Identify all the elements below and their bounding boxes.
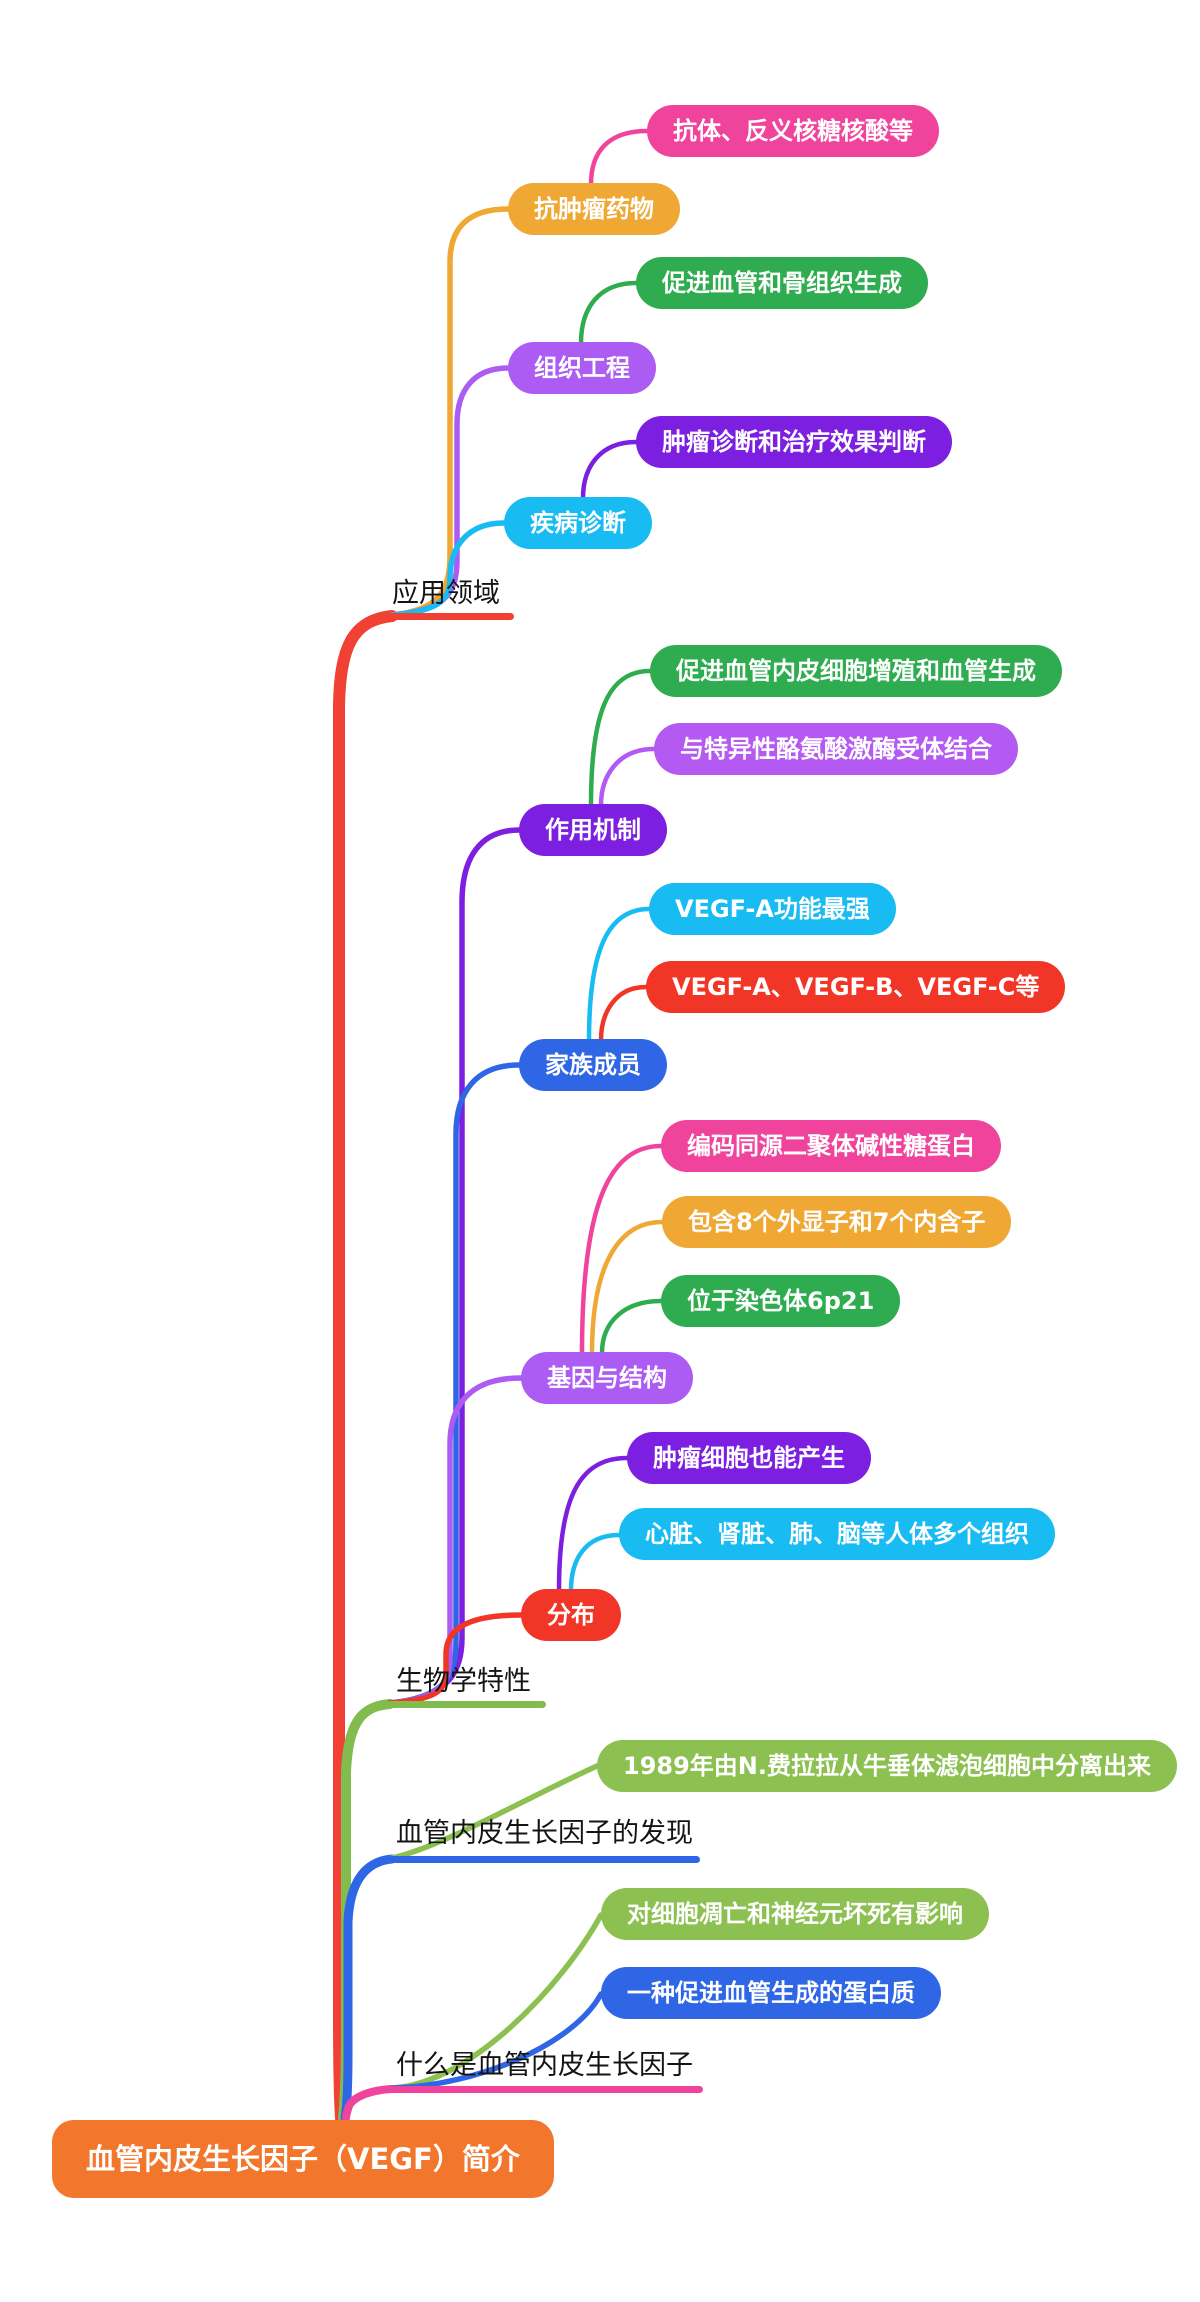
node-mechanism[interactable]: 作用机制 [519, 804, 667, 856]
node-proliferation[interactable]: 促进血管内皮细胞增殖和血管生成 [650, 645, 1062, 697]
edge-exons [589, 1219, 665, 1356]
node-disease-diagnosis[interactable]: 疾病诊断 [504, 497, 652, 549]
branch-underline-applications [388, 613, 514, 620]
edge-antibody [588, 128, 650, 187]
branch-underline-biology [386, 1701, 546, 1708]
node-chromosome-6p21[interactable]: 位于染色体6p21 [661, 1275, 901, 1327]
node-gene-structure[interactable]: 基因与结构 [521, 1352, 693, 1404]
node-tumor-diagnosis[interactable]: 肿瘤诊断和治疗效果判断 [636, 416, 952, 468]
edge-bone-tissue [578, 280, 639, 346]
node-organs[interactable]: 心脏、肾脏、肺、脑等人体多个组织 [619, 1508, 1055, 1560]
node-distribution[interactable]: 分布 [521, 1589, 621, 1641]
node-exons-introns[interactable]: 包含8个外显子和7个内含子 [662, 1196, 1012, 1248]
node-angiogenic-protein[interactable]: 一种促进血管生成的蛋白质 [601, 1967, 941, 2019]
edge-homodimer [579, 1143, 664, 1356]
edge-family [387, 1062, 522, 1706]
branch-label-applications[interactable]: 应用领域 [392, 578, 500, 609]
edge-vegfa-strongest [586, 906, 652, 1043]
node-apoptosis-effect[interactable]: 对细胞凋亡和神经元坏死有影响 [601, 1888, 989, 1940]
branch-label-discovery[interactable]: 血管内皮生长因子的发现 [396, 1818, 693, 1849]
node-vegfa-strongest[interactable]: VEGF-A功能最强 [649, 883, 896, 935]
edge-receptor [598, 746, 657, 808]
branch-underline-definition [388, 2086, 703, 2093]
node-vegf-members[interactable]: VEGF-A、VEGF-B、VEGF-C等 [646, 961, 1066, 1013]
edge-organs [568, 1532, 622, 1593]
edge-vegf-members [598, 984, 649, 1043]
edge-antitumor-drugs [389, 206, 511, 618]
branch-label-biology[interactable]: 生物学特性 [396, 1666, 531, 1697]
node-tumor-cells[interactable]: 肿瘤细胞也能产生 [627, 1432, 871, 1484]
edge-proliferation [588, 668, 653, 808]
edge-apoptosis [389, 1912, 604, 2091]
node-discovery-1989[interactable]: 1989年由N.费拉拉从牛垂体滤泡细胞中分离出来 [597, 1740, 1177, 1792]
edge-chromosome [599, 1298, 664, 1356]
edge-discovery-1989 [389, 1763, 600, 1861]
node-antitumor-drugs[interactable]: 抗肿瘤药物 [508, 183, 680, 235]
edge-disease-diagnosis [389, 520, 507, 618]
node-homodimer[interactable]: 编码同源二聚体碱性糖蛋白 [661, 1120, 1001, 1172]
node-family-members[interactable]: 家族成员 [519, 1039, 667, 1091]
edge-tumor-diagnosis [580, 439, 639, 501]
branch-underline-discovery [388, 1856, 700, 1863]
node-antibody-antisense[interactable]: 抗体、反义核糖核酸等 [647, 105, 939, 157]
edge-tumor-cells [556, 1455, 630, 1593]
node-tissue-engineering[interactable]: 组织工程 [508, 342, 656, 394]
edge-protein [389, 1991, 604, 2091]
edge-trunk-discovery [340, 1854, 397, 2123]
node-bone-tissue[interactable]: 促进血管和骨组织生成 [636, 257, 928, 309]
edge-trunk-definition [342, 2085, 396, 2122]
branch-label-definition[interactable]: 什么是血管内皮生长因子 [396, 2050, 693, 2081]
node-receptor-binding[interactable]: 与特异性酪氨酸激酶受体结合 [654, 723, 1018, 775]
root-node[interactable]: 血管内皮生长因子（VEGF）简介 [52, 2120, 554, 2198]
edge-distribution [387, 1612, 524, 1706]
